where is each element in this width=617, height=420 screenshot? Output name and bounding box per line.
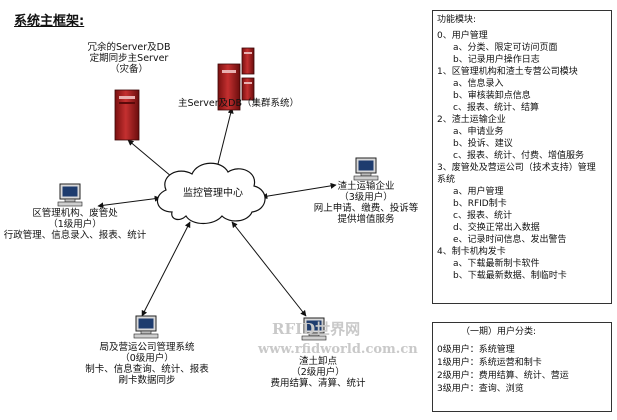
backup-server-label: 冗余的Server及DB 定期同步主Server （灾备） bbox=[68, 42, 190, 75]
district-node-label: 区管理机构、废管处 （1级用户） 行政管理、信息录入、报表、统计 bbox=[0, 208, 150, 241]
module-list: 0、用户管理 a、分类、限定可访问页面 b、记录用户操作日志 1、区管理机构和渣土专营… bbox=[433, 30, 611, 282]
disposal-line-1: 渣土卸点 bbox=[298, 356, 337, 367]
district-line-2: （1级用户） bbox=[48, 219, 102, 230]
module-item: a、用户管理 bbox=[453, 187, 504, 197]
disposal-computer-icon bbox=[301, 317, 327, 341]
link-bureau bbox=[141, 221, 191, 317]
link-transport bbox=[261, 182, 337, 200]
district-line-3: 行政管理、信息录入、报表、统计 bbox=[3, 230, 147, 241]
module-item: b、下载最新数据、制临时卡 bbox=[453, 271, 567, 281]
bureau-node-label: 局及营运公司管理系统 （0级用户） 制卡、信息查询、统计、报表 刷卡数据同步 bbox=[72, 342, 222, 386]
main-server-label: 主Server及DB（集群系统） bbox=[178, 98, 299, 109]
watermark-bottom: www.rfidworld.com.cn bbox=[258, 342, 418, 357]
module-item: b、投诉、建议 bbox=[453, 139, 513, 149]
backup-server-icon bbox=[114, 89, 140, 141]
watermark-top: RFID世界网 bbox=[272, 320, 361, 338]
bureau-line-1: 局及营运公司管理系统 bbox=[99, 342, 195, 353]
user-type-item: 2级用户：费用结算、统计、营运 bbox=[437, 371, 569, 381]
module-section: 4、制卡机构发卡 bbox=[437, 247, 506, 257]
bureau-line-3: 制卡、信息查询、统计、报表 bbox=[85, 364, 209, 375]
link-main-server bbox=[214, 107, 234, 173]
disposal-line-3: 费用结算、清算、统计 bbox=[270, 378, 366, 389]
link-disposal bbox=[231, 221, 307, 317]
user-types-header: （一期）用户分类: bbox=[461, 327, 537, 337]
main-server-cluster-icon bbox=[217, 47, 255, 111]
user-types-panel: （一期）用户分类: 0级用户：系统管理 1级用户：系统运营和制卡 2级用户：费用结算… bbox=[432, 322, 612, 412]
user-type-item: 1级用户：系统运营和制卡 bbox=[437, 358, 542, 368]
district-computer-icon bbox=[57, 183, 83, 207]
module-section: 0、用户管理 bbox=[437, 31, 488, 41]
transport-line-3: 网上申请、缴费、投诉等 bbox=[313, 203, 419, 214]
user-type-item: 3级用户：查询、浏览 bbox=[437, 384, 524, 394]
function-modules-panel: 功能模块: 0、用户管理 a、分类、限定可访问页面 b、记录用户操作日志 1、区管理机… bbox=[432, 10, 612, 304]
module-section: 3、废管处及营运公司（技术支持）管理 bbox=[437, 163, 596, 173]
module-item: c、报表、统计 bbox=[453, 211, 512, 221]
bureau-line-2: （0级用户） bbox=[120, 353, 174, 364]
bureau-computer-icon bbox=[133, 315, 159, 339]
module-item: a、申请业务 bbox=[453, 127, 504, 137]
transport-node-label: 渣土运输企业 （3级用户） 网上申请、缴费、投诉等 提供增值服务 bbox=[300, 181, 432, 225]
module-item: b、审核装卸点信息 bbox=[453, 91, 531, 101]
page-title: 系统主框架: bbox=[14, 14, 85, 29]
user-type-list: 0级用户：系统管理 1级用户：系统运营和制卡 2级用户：费用结算、统计、营运 3级用户… bbox=[433, 344, 611, 396]
module-item: a、下载最新制卡软件 bbox=[453, 259, 540, 269]
module-section: 1、区管理机构和渣土专营公司模块 bbox=[437, 67, 578, 77]
module-item: a、分类、限定可访问页面 bbox=[453, 43, 558, 53]
district-line-1: 区管理机构、废管处 bbox=[32, 208, 118, 219]
module-section: 2、渣土运输企业 bbox=[437, 115, 506, 125]
transport-computer-icon bbox=[353, 157, 379, 181]
backup-line-1: 冗余的Server及DB bbox=[87, 42, 171, 53]
module-item: d、交换正常出入数据 bbox=[453, 223, 540, 233]
cloud-label: 监控管理中心 bbox=[183, 188, 243, 199]
transport-line-1: 渣土运输企业 bbox=[337, 181, 395, 192]
module-section: 系统 bbox=[437, 175, 456, 185]
user-type-item: 0级用户：系统管理 bbox=[437, 345, 515, 355]
disposal-node-label: 渣土卸点 （2级用户） 费用结算、清算、统计 bbox=[262, 356, 374, 389]
module-item: b、记录用户操作日志 bbox=[453, 55, 540, 65]
transport-line-4: 提供增值服务 bbox=[337, 214, 395, 225]
cloud-icon bbox=[156, 162, 266, 225]
backup-line-2: 定期同步主Server bbox=[89, 53, 169, 64]
module-item: e、记录时间信息、发出警告 bbox=[453, 235, 567, 245]
module-item: a、信息录入 bbox=[453, 79, 504, 89]
module-item: b、RFID制卡 bbox=[453, 199, 507, 209]
transport-line-2: （3级用户） bbox=[339, 192, 393, 203]
link-district bbox=[97, 195, 161, 209]
bureau-line-4: 刷卡数据同步 bbox=[118, 375, 176, 386]
backup-line-3: （灾备） bbox=[109, 64, 148, 75]
module-item: c、报表、统计、结算 bbox=[453, 103, 539, 113]
module-item: c、报表、统计、付费、增值服务 bbox=[453, 151, 584, 161]
modules-header: 功能模块: bbox=[437, 15, 477, 25]
disposal-line-2: （2级用户） bbox=[291, 367, 345, 378]
